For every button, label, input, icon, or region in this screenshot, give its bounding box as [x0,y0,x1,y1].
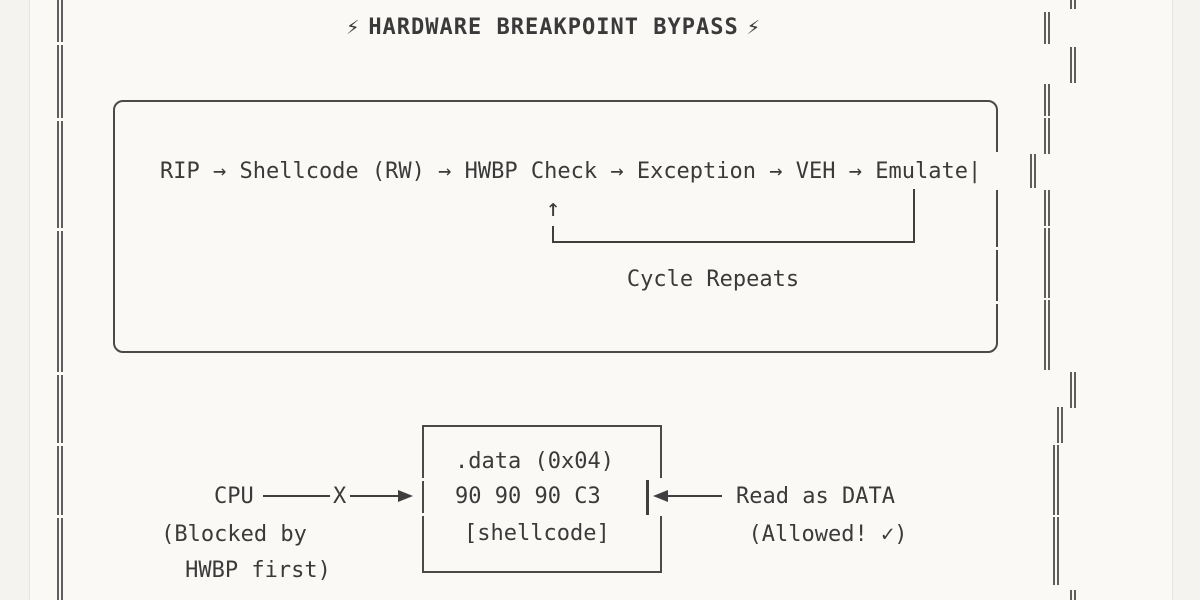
read-arrow-line [666,495,722,497]
read-label: Read as DATA [736,484,895,509]
loop-line-left-stub [552,226,554,243]
read-arrow-tick [646,480,649,515]
left-page-edge-line [29,0,30,600]
right-border-rail-segment [1044,190,1050,226]
right-border-rail-segment [1053,517,1059,585]
right-arrowhead-icon [398,490,413,502]
page-title: ⚡ HARDWARE BREAKPOINT BYPASS ⚡ [113,13,994,43]
rail-gap [54,42,66,45]
rail-gap [54,228,66,231]
flow-box-border-nick [992,247,998,250]
page-title-text: HARDWARE BREAKPOINT BYPASS [368,15,739,40]
right-border-rail-segment [1070,0,1076,9]
flow-cycle-box [113,100,998,353]
right-border-rail-segment [1044,118,1050,154]
rail-gap [54,515,66,518]
loop-line-horizontal [552,241,915,243]
cpu-label: CPU [214,484,254,509]
right-border-rail-segment [1057,407,1063,443]
loop-label-text: Cycle Repeats [626,267,800,292]
cpu-note-line1: (Blocked by [161,522,307,547]
memory-bytes: 90 90 90 C3 [455,484,601,509]
right-border-rail-segment [1070,47,1076,83]
lightning-icon: ⚡ [746,15,761,40]
right-border-rail-segment [1044,300,1050,370]
flow-box-border-gap [992,152,998,190]
cpu-arrow-line-left [263,495,330,497]
right-border-rail-segment [1070,372,1076,408]
right-border-rail-segment [1030,154,1036,188]
right-border-rail-segment [1044,228,1050,298]
rail-gap [54,443,66,446]
flow-chain-text: RIP → Shellcode (RW) → HWBP Check → Exce… [160,159,982,184]
lightning-icon: ⚡ [346,15,361,40]
read-allowed-note: (Allowed! ✓) [748,522,908,547]
right-border-rail-segment [1053,445,1059,515]
cpu-arrow-line-right [350,495,398,497]
memory-section-label: .data (0x04) [455,449,614,474]
left-arrowhead-icon [653,490,668,502]
left-border-rail [57,0,63,600]
right-border-rail-segment [1070,590,1076,600]
loop-up-arrow-icon: ↑ [546,194,561,222]
x-blocked-mark: X [333,484,347,509]
right-page-margin [1173,0,1200,600]
memory-shellcode-label: [shellcode] [464,521,610,546]
flow-box-border-nick [992,301,998,304]
rail-gap [54,372,66,375]
memory-box-border-nick [420,478,426,481]
right-page-edge-line [1172,0,1173,600]
loop-line-right-vertical [913,189,915,243]
right-border-rail-segment [1044,84,1050,116]
memory-box-border-nick [420,513,426,516]
rail-gap [54,118,66,121]
left-page-margin [0,0,29,600]
cpu-note-line2: HWBP first) [185,558,331,583]
right-border-rail-segment [1044,12,1050,44]
